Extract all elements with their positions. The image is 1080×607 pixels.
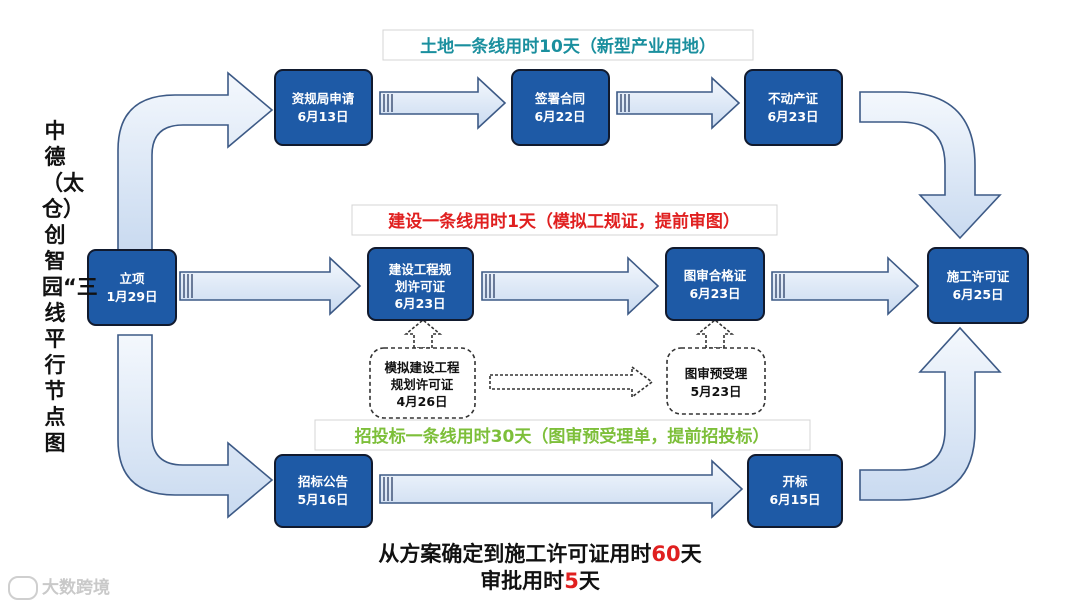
node-bid-notice: 招标公告 5月16日 bbox=[274, 454, 373, 528]
svg-text:土地一条线用时10天（新型产业用地）: 土地一条线用时10天（新型产业用地） bbox=[420, 36, 716, 57]
node-bid-open: 开标 6月15日 bbox=[747, 454, 843, 528]
svg-text:建设一条线用时1天（模拟工规证，提前审图）: 建设一条线用时1天（模拟工规证，提前审图） bbox=[388, 211, 740, 232]
arrow-bid-open-to-construction-permit bbox=[859, 326, 1002, 501]
node-contract: 签署合同 6月22日 bbox=[511, 69, 610, 146]
node-apply: 资规局申请 6月13日 bbox=[274, 69, 373, 146]
svg-text:规划许可证: 规划许可证 bbox=[391, 377, 454, 392]
node-pre-review: 图审预受理 5月23日 bbox=[666, 347, 766, 415]
svg-text:6月23日: 6月23日 bbox=[767, 109, 818, 124]
svg-text:6月23日: 6月23日 bbox=[689, 286, 740, 301]
svg-text:图审合格证: 图审合格证 bbox=[684, 268, 747, 283]
svg-text:6月22日: 6月22日 bbox=[534, 109, 585, 124]
node-review-cert: 图审合格证 6月23日 bbox=[665, 247, 765, 321]
svg-text:签署合同: 签署合同 bbox=[534, 91, 585, 106]
svg-text:招标公告: 招标公告 bbox=[298, 474, 349, 489]
svg-text:建设工程规: 建设工程规 bbox=[389, 262, 452, 277]
arrow-apply-to-contract bbox=[379, 76, 507, 130]
svg-text:5月23日: 5月23日 bbox=[690, 384, 741, 399]
svg-text:开标: 开标 bbox=[782, 474, 808, 489]
svg-text:4月26日: 4月26日 bbox=[396, 394, 447, 409]
svg-text:立项: 立项 bbox=[119, 271, 145, 286]
land-line-banner: 土地一条线用时10天（新型产业用地） bbox=[382, 29, 754, 61]
arrow-start-to-apply bbox=[117, 71, 274, 251]
node-mock-permit: 模拟建设工程 规划许可证 4月26日 bbox=[369, 347, 476, 419]
node-plan-permit: 建设工程规 划许可证 6月23日 bbox=[367, 247, 474, 321]
svg-text:图审预受理: 图审预受理 bbox=[685, 366, 748, 381]
bidding-line-banner: 招投标一条线用时30天（图审预受理单，提前招投标） bbox=[314, 419, 811, 451]
vertical-title: 中德（太仓）创智园“三线平行 节点图 bbox=[42, 119, 98, 455]
svg-text:1月29日: 1月29日 bbox=[106, 289, 157, 304]
construction-line-banner: 建设一条线用时1天（模拟工规证，提前审图） bbox=[351, 204, 778, 236]
arrow-contract-to-property bbox=[616, 76, 741, 130]
node-property: 不动产证 6月23日 bbox=[744, 69, 843, 146]
svg-text:资规局申请: 资规局申请 bbox=[292, 91, 355, 106]
watermark-logo-icon bbox=[8, 576, 38, 600]
svg-text:6月15日: 6月15日 bbox=[769, 492, 820, 507]
dashed-arrow-pre-review-to-review-cert bbox=[695, 318, 735, 349]
dashed-arrow-mock-to-pre-review bbox=[489, 365, 654, 399]
svg-text:施工许可证: 施工许可证 bbox=[947, 269, 1010, 284]
arrow-property-to-construction-permit bbox=[859, 91, 1002, 240]
svg-text:6月13日: 6月13日 bbox=[297, 109, 348, 124]
svg-text:招投标一条线用时30天（图审预受理单，提前招投标）: 招投标一条线用时30天（图审预受理单，提前招投标） bbox=[355, 426, 770, 447]
svg-text:不动产证: 不动产证 bbox=[768, 91, 819, 106]
arrow-bid-notice-to-bid-open bbox=[379, 459, 744, 519]
node-construction-permit: 施工许可证 6月25日 bbox=[927, 247, 1029, 324]
svg-text:划许可证: 划许可证 bbox=[395, 279, 446, 294]
svg-text:模拟建设工程: 模拟建设工程 bbox=[384, 360, 460, 375]
svg-text:6月23日: 6月23日 bbox=[394, 296, 445, 311]
node-start: 立项 1月29日 bbox=[87, 249, 177, 326]
watermark: 大数跨境 bbox=[8, 573, 110, 600]
arrow-plan-permit-to-review-cert bbox=[481, 256, 660, 316]
summary-line-2: 审批用时5天 bbox=[480, 569, 600, 593]
dashed-arrow-mock-to-plan-permit bbox=[403, 318, 443, 349]
arrow-review-cert-to-construction-permit bbox=[771, 256, 920, 316]
arrow-start-to-plan-permit bbox=[179, 256, 362, 316]
arrow-start-to-bid-notice bbox=[117, 334, 274, 519]
svg-text:6月25日: 6月25日 bbox=[952, 287, 1003, 302]
summary-line-1: 从方案确定到施工许可证用时60天 bbox=[378, 542, 702, 566]
svg-text:5月16日: 5月16日 bbox=[297, 492, 348, 507]
